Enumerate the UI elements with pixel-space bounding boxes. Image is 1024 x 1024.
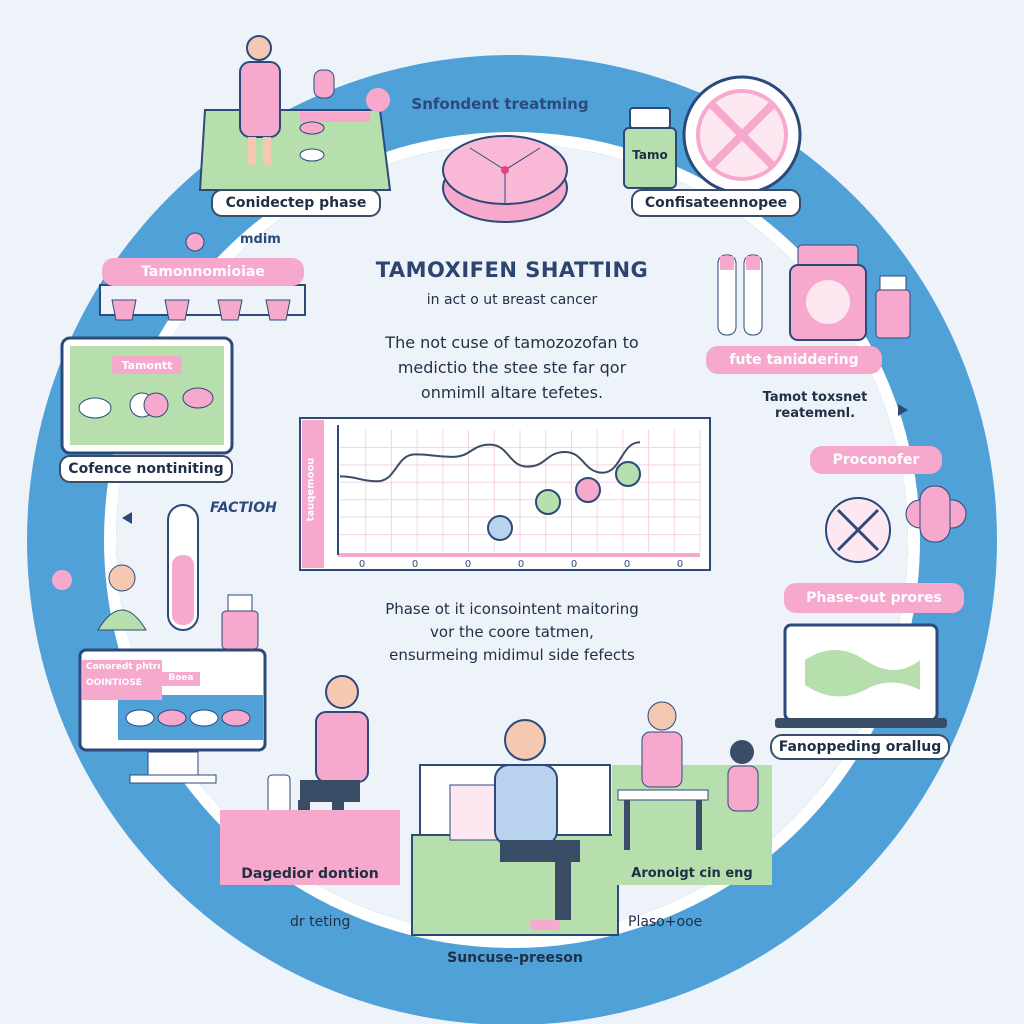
chart-series-line <box>339 441 641 483</box>
arrow-left <box>122 512 132 524</box>
chart-point <box>575 477 601 503</box>
caption-top-right: Confisateennopee <box>644 195 788 211</box>
left-pill-label: Tamonnomioiae <box>102 258 304 286</box>
description-line-1: The not cuse of tamozozofan to <box>385 333 639 352</box>
bottom-left-text: dr teting <box>290 914 351 930</box>
woman-at-table-illustration <box>198 35 392 191</box>
left-screen-tag-2: OOINTIOSE <box>86 678 142 688</box>
chart-x-tick-label: 0 <box>571 559 577 570</box>
chart-x-tick-label: 0 <box>359 559 365 570</box>
right-tubes-bottles <box>717 244 911 341</box>
pill-screen-bottom-left <box>78 648 267 784</box>
bottom-right-pill-label: Aronoigt cin eng <box>631 866 753 881</box>
chart-x-tick-label: 0 <box>412 559 418 570</box>
caption-box-top-right <box>631 189 801 217</box>
pills-monitor <box>60 336 234 455</box>
consultation-scene <box>612 701 772 885</box>
description-line-3: onmimll altare tefetes. <box>420 383 604 402</box>
pink-card-bottom-left <box>220 810 400 885</box>
monitor-tag: Tamontt <box>112 356 182 374</box>
bottom-left-pill-label: Dagedior dontion <box>241 866 379 882</box>
phase-line-1: Phase ot it iconsointent maitoring <box>385 600 639 618</box>
chart-x-tick-label: 0 <box>677 559 683 570</box>
chart-point <box>535 489 561 515</box>
left-screen-tag-1: Conoredt phtroll <box>86 662 160 672</box>
test-tube <box>167 504 199 631</box>
phase-line-2: vor the coore tatmen, <box>430 623 594 641</box>
pill-cups-row <box>99 232 306 321</box>
right-pill-top: fute taniddering <box>706 346 882 374</box>
bottom-right-text: Plaso+ooe <box>628 914 703 930</box>
phase-description: Phase ot it iconsointent maitoring vor t… <box>300 598 724 667</box>
chart-point <box>487 515 513 541</box>
chart-y-band <box>302 420 324 568</box>
page-subtitle: in act o ut ʙreast cancer <box>426 292 598 308</box>
caption-monitor: Cofence nontiniting <box>68 461 224 477</box>
chart-frame <box>299 417 711 571</box>
bottom-center-text: Suncuse-preeson <box>447 950 583 966</box>
chart-x-tick-label: 0 <box>465 559 471 570</box>
caption-box-top-left <box>211 189 381 217</box>
left-screen-tag-3: Boea <box>168 673 194 683</box>
no-symbol-circle <box>682 75 802 195</box>
pill-dish-illustration <box>442 135 568 223</box>
caption-top-left: Conidectep phase <box>225 195 367 211</box>
caption-laptop: Fanoppeding orallug <box>770 734 950 760</box>
chart-point <box>615 461 641 487</box>
tag-box-1 <box>82 660 162 700</box>
tag-box-3 <box>160 672 200 686</box>
description-line-2: medictio the stee ste far qor <box>397 358 627 377</box>
right-text-line-2: reatemenl. <box>774 406 856 421</box>
caption-top-center: Snfondent treatming <box>411 95 589 113</box>
caption-box-monitor <box>59 455 233 483</box>
right-symbols <box>825 485 967 563</box>
proconofer-pill: Proconofer <box>810 446 942 474</box>
phase-line-3: ensurmeing midimul side fefects <box>389 646 635 664</box>
small-bottle-left <box>221 594 259 650</box>
armchair-man <box>411 719 619 936</box>
nurse-figure <box>52 564 147 631</box>
chart-x-tick-label: 0 <box>518 559 524 570</box>
right-text: Tamot toxsnet reatemenl. <box>740 390 890 422</box>
arrow-right <box>898 404 908 416</box>
phase-out-pill: Phase-out prores <box>784 583 964 613</box>
chart-x-tick-label: 0 <box>624 559 630 570</box>
bottle-top-right <box>623 107 677 189</box>
center-line-chart: 0 0 0 0 0 0 0 <box>299 417 711 571</box>
faction-label: FACTIOH <box>210 500 277 516</box>
mdim-label: mdim <box>240 232 281 247</box>
right-text-line-1: Tamot toxsnet <box>762 390 868 405</box>
page-description: The not cuse of tamozozofan to medictio … <box>312 330 712 405</box>
chart-y-label: tauqemoou <box>305 457 317 522</box>
laptop <box>775 623 947 728</box>
bottle-label: Tamo <box>632 148 668 162</box>
page-title: TAMOXIFEN SHATTING <box>375 258 649 282</box>
